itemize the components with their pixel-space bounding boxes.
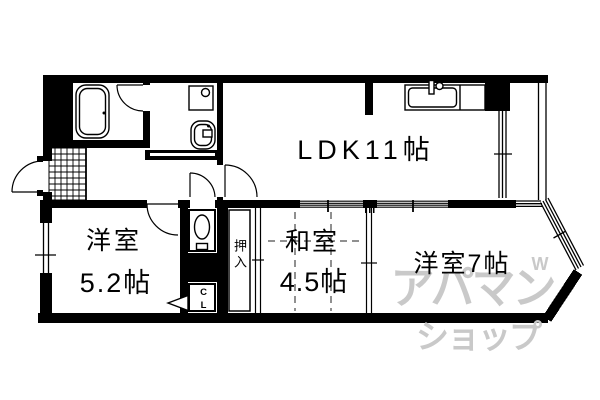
watermark-mark: W — [532, 254, 549, 274]
bathtub-inner — [78, 87, 107, 136]
tatami-lines — [268, 212, 360, 311]
bay-window-diag1 — [539, 202, 577, 271]
ldk-door-arc — [224, 164, 258, 198]
genkan-tile-grid — [48, 147, 87, 201]
label-ldk: LDK11帖 — [297, 135, 435, 165]
wall-washroom-right — [217, 82, 223, 200]
label-western7: 洋室7帖 — [414, 250, 511, 278]
bay-window-tick — [553, 230, 566, 239]
watermark: W アパマン ショップ — [390, 254, 557, 355]
watermark-line2: ショップ — [416, 318, 543, 355]
label-western52-name: 洋室 — [86, 227, 142, 255]
closet-door-marker — [166, 294, 189, 312]
wall-band-c — [215, 200, 300, 208]
wall-toilet-left — [180, 208, 188, 313]
bathtub-drain — [102, 111, 106, 115]
label-oshiire: 押入 — [232, 239, 247, 271]
kitchen-faucet-knob — [435, 81, 444, 91]
oshiire-box — [228, 209, 251, 312]
label-closet: CL — [198, 287, 209, 313]
toilet-icon — [193, 214, 211, 240]
room-labels: LDK11帖 洋室 5.2帖 和室 4.5帖 洋室7帖 — [80, 135, 511, 298]
closet-box — [188, 283, 216, 312]
wall-top — [43, 75, 548, 83]
wall-bottom — [38, 313, 548, 323]
toilet-door-arc — [189, 172, 216, 198]
opening-ldk-door — [217, 165, 223, 197]
genkan-grid-lines — [49, 148, 86, 200]
sliding-door-ldk-washitsu — [300, 200, 363, 212]
washbasin-faucet — [202, 129, 213, 138]
bay-window-diag3 — [544, 199, 582, 268]
room52-door-arc — [146, 203, 179, 236]
wall-bath-wash-divider — [143, 82, 150, 148]
fixtures — [75, 79, 486, 312]
sliding-door-washitsu-western7 — [361, 208, 377, 315]
opening-washroom-slide — [150, 153, 215, 156]
entrance-jamb-bottom — [37, 190, 43, 196]
wall-east-pillar — [485, 81, 510, 111]
fusuma-oshiire — [252, 208, 264, 313]
sliding-door-ldk-western7 — [377, 200, 448, 212]
wall-toilet-cl-divider — [188, 253, 217, 282]
label-japanese-size: 4.5帖 — [280, 267, 349, 297]
wall-band-post — [363, 200, 377, 208]
label-western52-size: 5.2帖 — [80, 268, 153, 298]
wall-bay-diagonal — [542, 269, 583, 322]
label-japanese-name: 和室 — [285, 228, 339, 256]
entrance-jamb-top — [37, 156, 43, 162]
opening-entrance-door — [43, 161, 52, 192]
wall-kitchen-stub — [365, 82, 373, 115]
opening-window-52 — [40, 223, 52, 273]
wall-left-block — [43, 75, 73, 148]
bath-door-arc — [116, 84, 144, 112]
wall-band-a — [40, 200, 147, 208]
bay-window-diag4 — [547, 197, 585, 266]
doors — [11, 84, 258, 236]
wall-bath-bottom — [43, 140, 150, 148]
sliding-doors — [252, 200, 448, 315]
washbasin-knob — [207, 124, 210, 128]
watermark-line1: アパマン — [390, 264, 554, 313]
washing-machine-pan-icon — [188, 85, 214, 111]
bay-window-diag2 — [542, 200, 580, 269]
wall-toilet-right — [217, 208, 228, 313]
wall-band-b — [178, 200, 190, 208]
wall-band-e — [448, 200, 516, 208]
toilet-base — [195, 242, 209, 251]
washing-machine-drain — [200, 87, 211, 98]
entrance-door-arc — [11, 160, 44, 193]
kitchen-faucet — [428, 79, 435, 95]
opening-bath-door — [143, 85, 150, 111]
windows — [35, 83, 585, 273]
